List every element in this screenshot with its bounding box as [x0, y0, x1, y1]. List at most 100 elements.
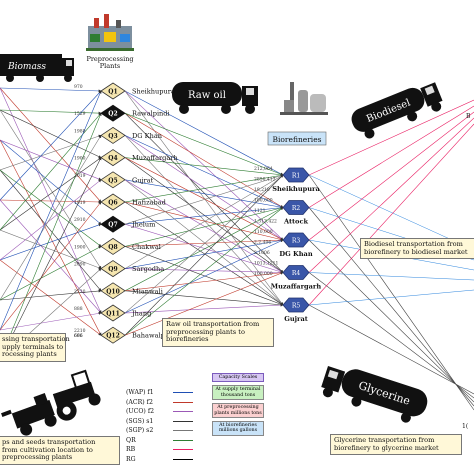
flow-plant-to-refinery	[124, 135, 284, 241]
flow-supply-to-plant	[0, 112, 102, 231]
node-name: Chakwal	[132, 243, 161, 251]
callout-raw-oil-text: Raw oil transportation from preprocessin…	[166, 320, 260, 344]
node-id: R1	[292, 173, 300, 180]
flow-supply-to-plant	[0, 87, 102, 93]
node-name: Gujrat	[132, 176, 154, 184]
flow-plant-to-refinery	[124, 112, 284, 176]
preprocessing-node-q3: Q3 DG Khan	[100, 126, 163, 144]
node-name: DG Khan	[132, 132, 163, 140]
scale-biorefineries: At biorefineries millions gallons	[212, 421, 264, 436]
flow-refinery-to-glycerine	[308, 207, 474, 407]
node-id: R2	[292, 205, 301, 212]
node-name: Hafizabad	[132, 199, 167, 207]
flow-plant-to-refinery	[124, 290, 284, 307]
flow-plant-to-refinery	[124, 112, 284, 208]
flow-supply-to-plant	[0, 109, 102, 115]
legend-item: (UCO) f2	[126, 407, 210, 417]
flow-supply-to-plant	[0, 139, 102, 225]
node-id: R5	[292, 303, 301, 310]
flow-refinery-to-glycerine	[308, 272, 474, 399]
node-name: Sheikhupura	[132, 88, 175, 96]
flow-value-left: 696	[74, 333, 83, 339]
flow-plant-to-refinery	[124, 271, 284, 336]
legend-swatch	[173, 411, 193, 413]
flow-plant-to-refinery	[124, 112, 284, 273]
flow-value-right: 100,000	[254, 271, 273, 277]
legend-swatch	[173, 430, 193, 432]
flow-refinery-to-market	[308, 174, 474, 251]
legend-label: RB	[126, 446, 136, 454]
flow-supply-to-plant	[0, 112, 102, 361]
legend-item: (ACR) f2	[126, 398, 210, 408]
flow-supply-to-plant	[0, 259, 102, 336]
callout-glycerine-text: Glycerine transportation from biorefiner…	[334, 436, 439, 452]
capacity-scales-title: Capacity Scales	[212, 373, 264, 383]
flow-refinery-to-market	[308, 289, 474, 306]
flow-supply-to-plant	[0, 229, 102, 270]
flow-value-right: 212,064	[254, 166, 273, 172]
legend-label: RG	[126, 455, 136, 463]
flow-supply-to-plant	[0, 223, 102, 261]
flow-value-left: 2090	[74, 262, 86, 268]
legend-swatch	[173, 439, 193, 441]
node-id: Q4	[108, 155, 117, 162]
edge-mark-top: B	[466, 113, 471, 120]
legend-swatch	[173, 449, 193, 451]
legend: (WAP) f1(ACR) f2(UCO) f2(SGS) s1(SGP) s2…	[126, 388, 210, 466]
legend-item: RG	[126, 455, 210, 465]
scale-preprocessing: At preprocessing plants millions tons	[212, 403, 264, 419]
flow-refinery-to-glycerine	[308, 174, 474, 411]
flow-plant-to-refinery	[124, 207, 284, 292]
node-id: Q3	[108, 133, 117, 140]
node-id: Q7	[108, 222, 117, 229]
capacity-scales: Capacity Scales At supply terminal thous…	[212, 373, 264, 439]
flow-plant-to-refinery	[124, 246, 284, 306]
node-id: R3	[292, 238, 301, 245]
flow-supply-to-plant	[0, 139, 102, 336]
flow-plant-to-refinery	[124, 201, 284, 241]
node-id: Q12	[106, 333, 120, 340]
biorefineries-label: Biorefineries	[273, 135, 322, 144]
callout-seeds-text: ps and seeds transportation from cultiva…	[2, 438, 96, 462]
flow-value-right: 2850,413	[254, 177, 276, 183]
flow-supply-to-plant	[0, 90, 102, 201]
raw-oil-truck-icon: Raw oil	[172, 82, 258, 114]
legend-swatch	[173, 392, 193, 394]
flow-plant-to-refinery	[124, 174, 284, 225]
legend-label: QR	[126, 436, 136, 444]
node-id: Q9	[108, 266, 117, 273]
factory-icon	[86, 14, 134, 51]
flow-supply-to-plant	[0, 134, 102, 301]
flow-plant-to-refinery	[124, 179, 284, 273]
glycerine-truck-icon: Glycerine	[321, 366, 428, 423]
flow-refinery-to-biodiesel	[308, 99, 474, 176]
flow-value-left: 1529	[74, 111, 86, 117]
legend-item: (SGP) s2	[126, 426, 210, 436]
node-id: Q1	[108, 89, 117, 96]
node-id: Q8	[108, 244, 117, 251]
flow-supply-to-plant	[0, 199, 102, 314]
flow-plant-to-refinery	[124, 174, 284, 269]
flow-plant-to-refinery	[124, 90, 284, 306]
flow-plant-to-refinery	[124, 157, 284, 273]
flow-supply-to-plant	[0, 169, 102, 247]
biorefineries-label-box	[267, 131, 327, 146]
flow-plant-to-refinery	[124, 268, 284, 274]
flow-supply-to-plant	[0, 199, 102, 204]
flow-value-left: 2910	[74, 217, 86, 223]
flow-plant-to-refinery	[124, 271, 284, 292]
node-name: Mianwali	[132, 287, 163, 295]
flow-supply-to-plant	[0, 201, 102, 331]
flow-supply-to-plant	[0, 109, 102, 158]
flow-plant-to-refinery	[124, 157, 284, 241]
node-name: Attock	[283, 218, 309, 226]
flow-value-right: 100,000	[254, 198, 273, 204]
callout-biodiesel-text: Biodiesel transportation from biorefiner…	[364, 240, 468, 256]
flow-supply-to-plant	[0, 90, 102, 331]
